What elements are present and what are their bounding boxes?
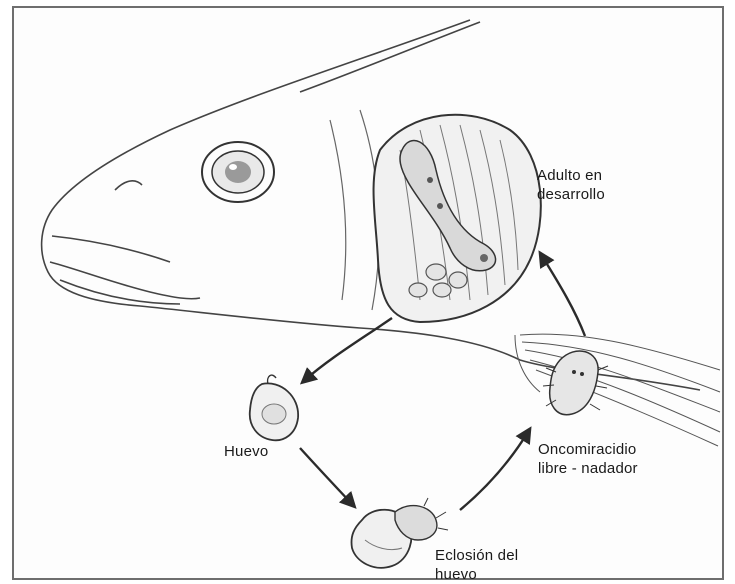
label-egg-line-1: Huevo: [224, 442, 268, 461]
gill-chamber-illustration: [374, 115, 541, 322]
egg-icon: [250, 375, 298, 440]
fish-eye-icon: [202, 142, 274, 202]
fish-head-illustration: [42, 20, 700, 390]
label-oncomiracidium-line-1: Oncomiracidio: [538, 440, 638, 459]
fin-illustration: [515, 334, 720, 446]
arrow-egg-to-hatch: [300, 448, 352, 504]
arrow-hatch-to-oncomiracidium: [460, 432, 528, 510]
label-hatching-line-1: Eclosión del: [435, 546, 518, 565]
label-egg-hatching: Eclosión del huevo: [435, 546, 518, 584]
label-adult-line-2: desarrollo: [537, 185, 605, 204]
label-oncomiracidium: Oncomiracidio libre - nadador: [538, 440, 638, 478]
arrow-oncomiracidium-to-adult: [542, 256, 585, 336]
label-hatching-line-2: huevo: [435, 565, 518, 584]
oncomiracidium-icon: [543, 351, 608, 415]
label-adult-line-1: Adulto en: [537, 166, 605, 185]
label-egg: Huevo: [224, 442, 268, 461]
label-adult-developing: Adulto en desarrollo: [537, 166, 605, 204]
label-oncomiracidium-line-2: libre - nadador: [538, 459, 638, 478]
hatching-egg-icon: [351, 498, 448, 568]
